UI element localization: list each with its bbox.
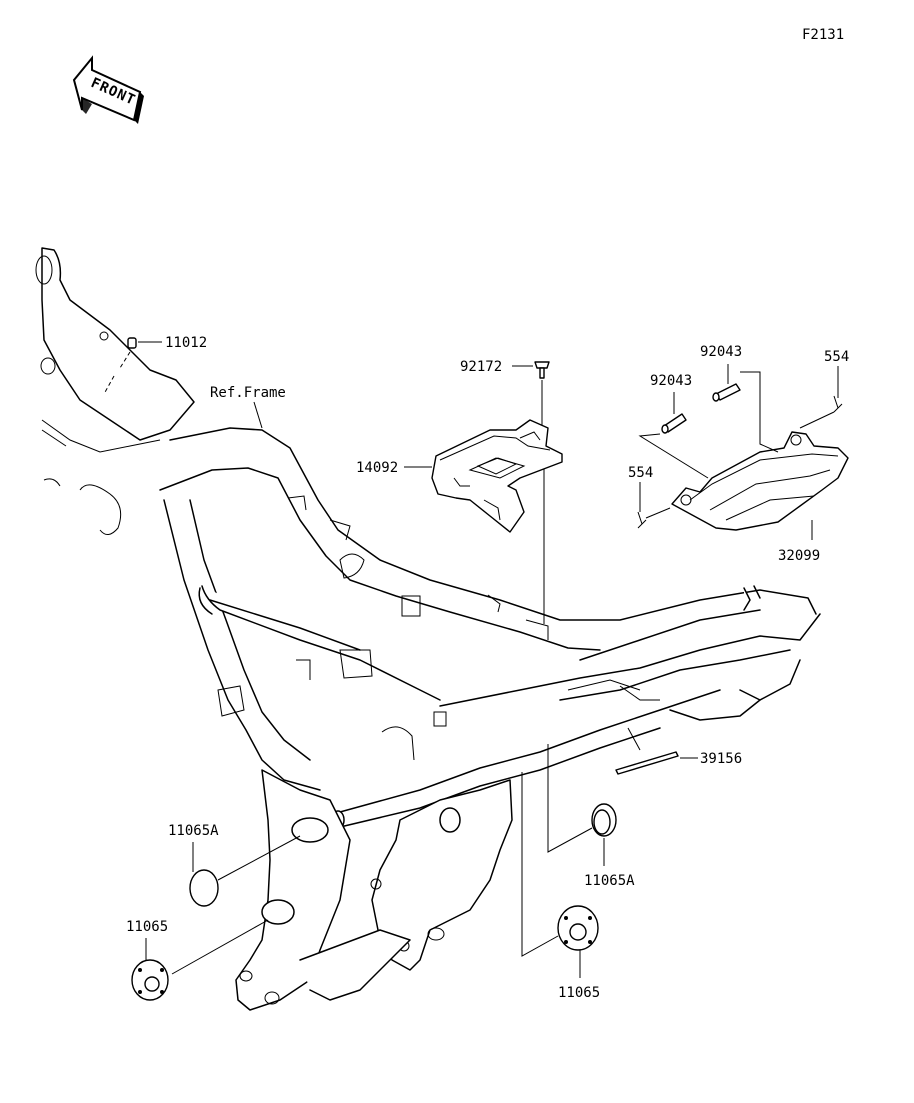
label-92172: 92172 bbox=[460, 359, 502, 375]
ref-frame-label: Ref.Frame bbox=[210, 385, 286, 401]
part-11065A-right: 11065A bbox=[547, 744, 635, 889]
label-39156: 39156 bbox=[700, 751, 742, 767]
label-11012: 11012 bbox=[165, 335, 207, 351]
part-39156: 39156 bbox=[615, 727, 742, 775]
label-11065-right: 11065 bbox=[558, 985, 600, 1001]
label-554-left: 554 bbox=[628, 465, 653, 481]
main-frame bbox=[35, 247, 821, 1011]
label-11065A-right: 11065A bbox=[584, 873, 635, 889]
figure-code: F2131 bbox=[802, 27, 844, 43]
label-32099: 32099 bbox=[778, 548, 820, 564]
part-554-right: 554 bbox=[799, 349, 849, 429]
label-14092: 14092 bbox=[356, 460, 398, 476]
label-92043-upper: 92043 bbox=[700, 344, 742, 360]
part-11065-left: 11065 bbox=[126, 919, 269, 1001]
part-11065-right: 11065 bbox=[521, 772, 600, 1001]
part-92043-lower: 92043 bbox=[638, 373, 709, 479]
label-554-right: 554 bbox=[824, 349, 849, 365]
part-32099: 32099 bbox=[671, 431, 849, 564]
part-11065A-left: 11065A bbox=[168, 823, 301, 907]
label-11065-left: 11065 bbox=[126, 919, 168, 935]
front-arrow-icon: FRONT bbox=[72, 55, 144, 124]
label-92043-lower: 92043 bbox=[650, 373, 692, 389]
part-11012: 11012 bbox=[103, 335, 207, 395]
part-92043-upper: 92043 bbox=[700, 344, 779, 453]
part-554-left: 554 bbox=[628, 465, 671, 529]
part-14092: 14092 bbox=[356, 419, 563, 533]
label-11065A-left: 11065A bbox=[168, 823, 219, 839]
